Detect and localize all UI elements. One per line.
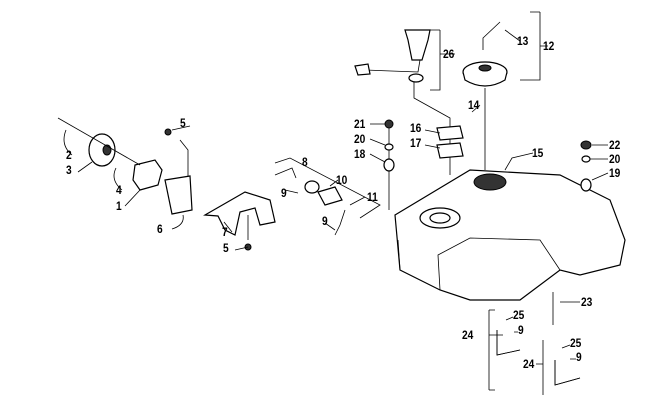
fuel-cap — [462, 21, 508, 170]
callout-9: 9 — [281, 186, 287, 200]
callout-24b: 24 — [523, 357, 535, 371]
callout-3: 3 — [66, 163, 72, 177]
callout-5: 5 — [180, 116, 186, 130]
fuel-sender — [354, 29, 464, 175]
callout-24: 24 — [462, 328, 474, 342]
callout-5b: 5 — [223, 241, 229, 255]
callout-1: 1 — [116, 199, 122, 213]
callout-21: 21 — [354, 117, 366, 131]
callout-2: 2 — [66, 148, 72, 162]
callout-9b: 9 — [322, 214, 328, 228]
callout-9c: 9 — [518, 323, 524, 337]
callout-23: 23 — [581, 295, 593, 309]
callout-4: 4 — [116, 183, 122, 197]
leader-lines — [63, 11, 609, 365]
callout-22: 22 — [609, 138, 621, 152]
callout-11: 11 — [367, 190, 378, 204]
callout-10: 10 — [336, 173, 348, 187]
callout-12: 12 — [543, 39, 555, 53]
drain-hoses — [488, 309, 581, 395]
callout-20: 20 — [354, 132, 366, 146]
callout-25b: 25 — [570, 336, 582, 350]
callout-26: 26 — [443, 47, 455, 61]
fuel-valve — [57, 117, 193, 215]
callout-6: 6 — [157, 222, 163, 236]
bracket — [203, 191, 276, 251]
callout-15: 15 — [532, 146, 544, 160]
callout-25: 25 — [513, 308, 525, 322]
callout-20b: 20 — [609, 152, 621, 166]
callout-16: 16 — [410, 121, 422, 135]
callout-9d: 9 — [576, 350, 582, 364]
callout-13: 13 — [517, 34, 529, 48]
callout-8: 8 — [302, 155, 308, 169]
callout-17: 17 — [410, 136, 422, 150]
callout-7: 7 — [222, 225, 228, 239]
callout-14: 14 — [468, 98, 480, 112]
fuel-tank — [394, 169, 626, 301]
fuel-filter — [274, 157, 381, 236]
mount-hardware — [383, 119, 592, 325]
callout-18: 18 — [354, 147, 366, 161]
callout-19: 19 — [609, 166, 621, 180]
